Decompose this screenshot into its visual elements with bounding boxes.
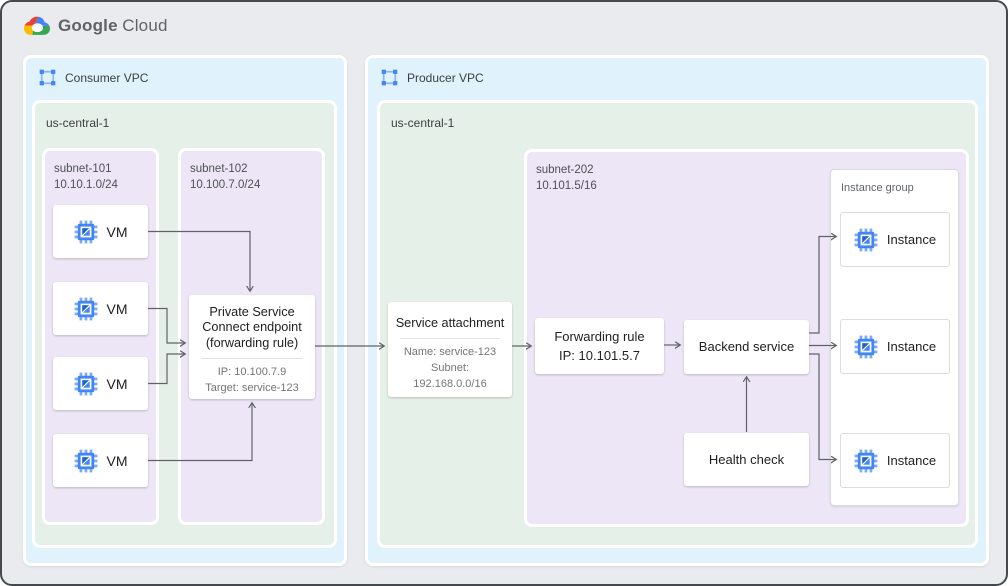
instance-label: Instance [886,339,937,354]
consumer-vpc-header: Consumer VPC [39,69,148,86]
service-attachment-name: Name: service-123 [403,346,497,359]
instance-label: Instance [886,232,937,247]
subnet-101-label: subnet-101 10.10.1.0/24 [54,161,118,193]
producer-vpc-header: Producer VPC [381,69,484,86]
psc-endpoint-ip: IP: 10.100.7.9 [217,366,287,379]
subnet-202-label: subnet-202 10.101.5/16 [536,162,597,194]
consumer-vpc-box: Consumer VPC us-central-1 subnet-101 10.… [23,55,347,566]
vpc-icon [39,69,56,86]
subnet-202-box: subnet-202 10.101.5/16 Forwarding rule I… [524,149,969,527]
subnet-102-name: subnet-102 [190,163,248,175]
producer-region-box: us-central-1 Service attachment Name: se… [377,100,978,548]
psc-endpoint-target: Target: service-123 [205,382,299,395]
divider [400,338,500,340]
vm-label: VM [106,300,128,317]
service-attachment-node: Service attachment Name: service-123 Sub… [388,302,512,397]
compute-engine-icon [854,228,878,252]
vm-label: VM [106,452,128,469]
psc-endpoint-node: Private Service Connect endpoint (forwar… [189,295,315,399]
subnet-101-cidr: 10.10.1.0/24 [54,179,118,192]
producer-region-label: us-central-1 [391,116,455,130]
google-cloud-logo: Google Cloud [24,15,168,37]
vm-node-4: VM [53,434,148,487]
compute-engine-icon [74,372,98,396]
psc-endpoint-title: Private Service Connect endpoint (forwar… [202,305,302,350]
service-attachment-subnet-label: Subnet: [431,362,469,375]
compute-engine-icon [854,335,878,359]
subnet-202-cidr: 10.101.5/16 [536,180,597,193]
subnet-102-box: subnet-102 10.100.7.0/24 Private Service… [178,148,325,525]
subnet-102-cidr: 10.100.7.0/24 [190,179,261,192]
vm-node-1: VM [53,205,148,258]
health-check-node: Health check [684,433,809,486]
instance-node-2: Instance [840,319,950,374]
instance-group-label: Instance group [841,182,914,194]
compute-engine-icon [74,220,98,244]
producer-vpc-label: Producer VPC [407,70,484,85]
brand-cloud-text: Cloud [122,16,168,35]
google-cloud-icon [24,15,50,37]
subnet-102-label: subnet-102 10.100.7.0/24 [190,161,260,193]
forwarding-rule-node: Forwarding rule IP: 10.101.5.7 [535,318,664,374]
instance-node-1: Instance [840,212,950,267]
vm-node-2: VM [53,282,148,335]
instance-group-box: Instance group Instance Instance Instanc… [830,169,959,506]
divider [201,358,303,360]
compute-engine-icon [74,297,98,321]
backend-service-label: Backend service [698,339,795,355]
health-check-label: Health check [708,451,785,467]
vpc-icon [381,69,398,86]
vm-node-3: VM [53,357,148,410]
forwarding-rule-line2: IP: 10.101.5.7 [559,348,640,363]
compute-engine-icon [854,449,878,473]
subnet-101-name: subnet-101 [54,163,112,175]
subnet-202-name: subnet-202 [536,164,594,176]
producer-vpc-box: Producer VPC us-central-1 Service attach… [365,55,989,566]
consumer-region-box: us-central-1 subnet-101 10.10.1.0/24 VM … [32,100,337,548]
brand-google-text: Google [58,16,118,35]
backend-service-node: Backend service [684,320,809,374]
service-attachment-subnet-cidr: 192.168.0.0/16 [413,377,487,390]
instance-label: Instance [886,453,937,468]
consumer-vpc-label: Consumer VPC [65,70,149,85]
consumer-region-label: us-central-1 [46,116,110,130]
compute-engine-icon [74,449,98,473]
vm-label: VM [106,375,128,392]
subnet-101-box: subnet-101 10.10.1.0/24 VM VM VM V [42,148,159,525]
forwarding-rule-line1: Forwarding rule [554,328,645,344]
vm-label: VM [106,223,128,240]
service-attachment-title: Service attachment [395,316,505,330]
instance-node-3: Instance [840,433,950,488]
